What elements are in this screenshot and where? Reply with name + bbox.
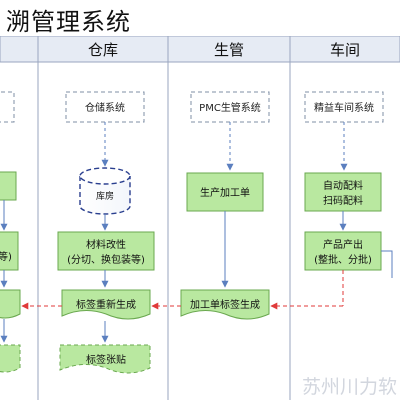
- material-change-label-line2: (分切、换包装等): [67, 253, 145, 266]
- left-partial-node-top: [0, 171, 17, 201]
- left-system-box: [0, 91, 15, 123]
- lane-title-production-control: 生管: [214, 41, 244, 59]
- watermark-text: 苏州川力软: [302, 376, 397, 398]
- product-output-label-line2: (整批、分批): [314, 253, 372, 266]
- workshop-system-box: [304, 91, 384, 123]
- lane-title-warehouse: 仓库: [88, 41, 118, 59]
- label-regen-doc: [61, 289, 151, 320]
- production-order-label: 生产加工单: [200, 186, 250, 199]
- storeroom-cylinder: [79, 167, 131, 215]
- material-change-node: [57, 231, 155, 271]
- warehouse-system-box: [65, 91, 145, 123]
- left-partial-node-mid: [0, 231, 19, 271]
- swimlane-diagram: 仓库 生管 车间 仓储系统 PMC生管系统 精益车间系统 库房 等) 材料改性 …: [0, 35, 400, 400]
- warehouse-system-label: 仓储系统: [85, 101, 125, 114]
- left-partial-doc: [0, 289, 21, 319]
- auto-batching-label-line2: 扫码配料: [323, 194, 363, 207]
- lane-title-workshop: 车间: [330, 41, 360, 59]
- label-regen-label: 标签重新生成: [76, 298, 136, 311]
- storeroom-label: 库房: [96, 190, 114, 202]
- label-paste-label: 标签张贴: [86, 353, 126, 366]
- title-bar: 溯管理系统: [0, 0, 400, 36]
- material-change-label-line1: 材料改性: [86, 238, 126, 251]
- lane-header-row: [0, 35, 400, 63]
- work-order-label-doc: [180, 289, 270, 320]
- left-partial-paste-doc: [0, 344, 21, 373]
- work-order-label-text: 加工单标签生成: [190, 298, 260, 311]
- left-partial-node-text: 等): [0, 250, 12, 263]
- arrow-right-side-loop: [381, 250, 393, 278]
- workshop-system-label: 精益车间系统: [314, 101, 374, 114]
- label-paste-doc: [59, 344, 151, 374]
- pmc-system-box: [190, 91, 270, 123]
- pmc-system-label: PMC生管系统: [199, 101, 261, 114]
- auto-batching-label-line1: 自动配料: [323, 179, 363, 192]
- production-order-node: [186, 172, 264, 212]
- page-title: 溯管理系统: [6, 8, 131, 36]
- product-output-label-line1: 产品产出: [323, 238, 363, 251]
